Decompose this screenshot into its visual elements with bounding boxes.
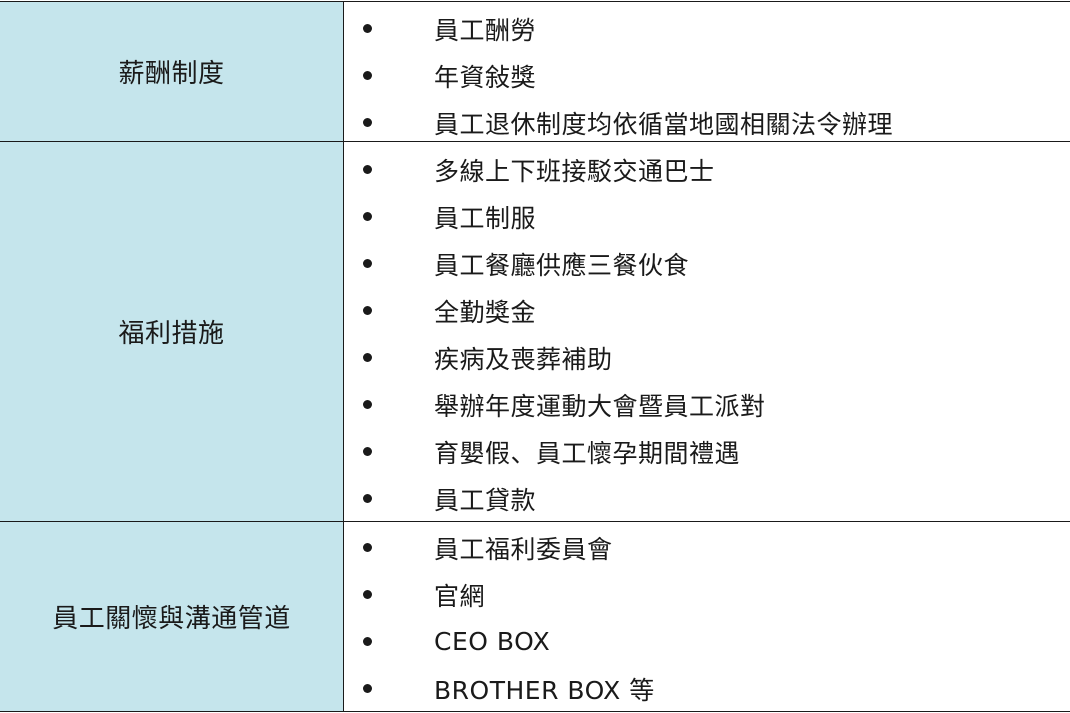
list-item: 官網 [344,571,1070,618]
section-care-communication: 員工關懷與溝通管道 員工福利委員會 官網 CEO BOX BROTHER BOX… [0,522,1070,712]
section-compensation: 薪酬制度 員工酬勞 年資敍獎 員工退休制度均依循當地國相關法令辦理 [0,1,1070,142]
item-text: 員工酬勞 [434,15,537,45]
item-text: 疾病及喪葬補助 [434,344,613,374]
items-cell: 員工福利委員會 官網 CEO BOX BROTHER BOX 等 [344,522,1070,711]
category-label: 福利措施 [118,319,225,349]
items-cell: 多線上下班接駁交通巴士 員工制服 員工餐廳供應三餐伙食 全勤獎金 疾病及喪葬補助… [344,142,1070,521]
item-text: BROTHER BOX 等 [434,675,655,705]
bullet-icon [363,353,372,362]
item-text: 員工福利委員會 [434,534,613,564]
list-item: 舉辦年度運動大會暨員工派對 [344,381,1070,428]
bullet-icon [363,494,372,503]
item-list: 多線上下班接駁交通巴士 員工制服 員工餐廳供應三餐伙食 全勤獎金 疾病及喪葬補助… [344,146,1070,522]
bullet-icon [363,543,372,552]
list-item: 全勤獎金 [344,287,1070,334]
category-cell: 薪酬制度 [0,2,344,141]
items-cell: 員工酬勞 年資敍獎 員工退休制度均依循當地國相關法令辦理 [344,2,1070,141]
item-text: 舉辦年度運動大會暨員工派對 [434,391,766,421]
bullet-icon [363,24,372,33]
bullet-icon [363,684,372,693]
list-item: 員工福利委員會 [344,524,1070,571]
list-item: 年資敍獎 [344,52,1070,99]
item-text: 員工制服 [434,203,537,233]
list-item: 育嬰假、員工懷孕期間禮遇 [344,428,1070,475]
category-label: 薪酬制度 [118,59,225,89]
item-text: 育嬰假、員工懷孕期間禮遇 [434,438,741,468]
list-item: 多線上下班接駁交通巴士 [344,146,1070,193]
bullet-icon [363,447,372,456]
item-text: 全勤獎金 [434,297,537,327]
item-text: 官網 [434,581,486,611]
bullet-icon [363,590,372,599]
item-text: 年資敍獎 [434,62,537,92]
list-item: BROTHER BOX 等 [344,665,1070,712]
category-cell: 員工關懷與溝通管道 [0,522,344,711]
bullet-icon [363,212,372,221]
bullet-icon [363,637,372,646]
bullet-icon [363,71,372,80]
item-text: CEO BOX [434,627,551,656]
list-item: 員工酬勞 [344,5,1070,52]
list-item: 員工制服 [344,193,1070,240]
list-item: CEO BOX [344,618,1070,665]
list-item: 員工貸款 [344,475,1070,522]
category-label: 員工關懷與溝通管道 [52,604,291,634]
list-item: 員工退休制度均依循當地國相關法令辦理 [344,99,1070,146]
item-list: 員工福利委員會 官網 CEO BOX BROTHER BOX 等 [344,524,1070,712]
bullet-icon [363,118,372,127]
bullet-icon [363,400,372,409]
item-text: 員工餐廳供應三餐伙食 [434,250,690,280]
item-list: 員工酬勞 年資敍獎 員工退休制度均依循當地國相關法令辦理 [344,5,1070,146]
bullet-icon [363,259,372,268]
category-cell: 福利措施 [0,142,344,521]
list-item: 員工餐廳供應三餐伙食 [344,240,1070,287]
list-item: 疾病及喪葬補助 [344,334,1070,381]
bullet-icon [363,306,372,315]
bullet-icon [363,165,372,174]
item-text: 多線上下班接駁交通巴士 [434,156,715,186]
item-text: 員工貸款 [434,485,537,515]
section-welfare: 福利措施 多線上下班接駁交通巴士 員工制服 員工餐廳供應三餐伙食 全勤獎金 疾病… [0,142,1070,522]
item-text: 員工退休制度均依循當地國相關法令辦理 [434,109,894,139]
